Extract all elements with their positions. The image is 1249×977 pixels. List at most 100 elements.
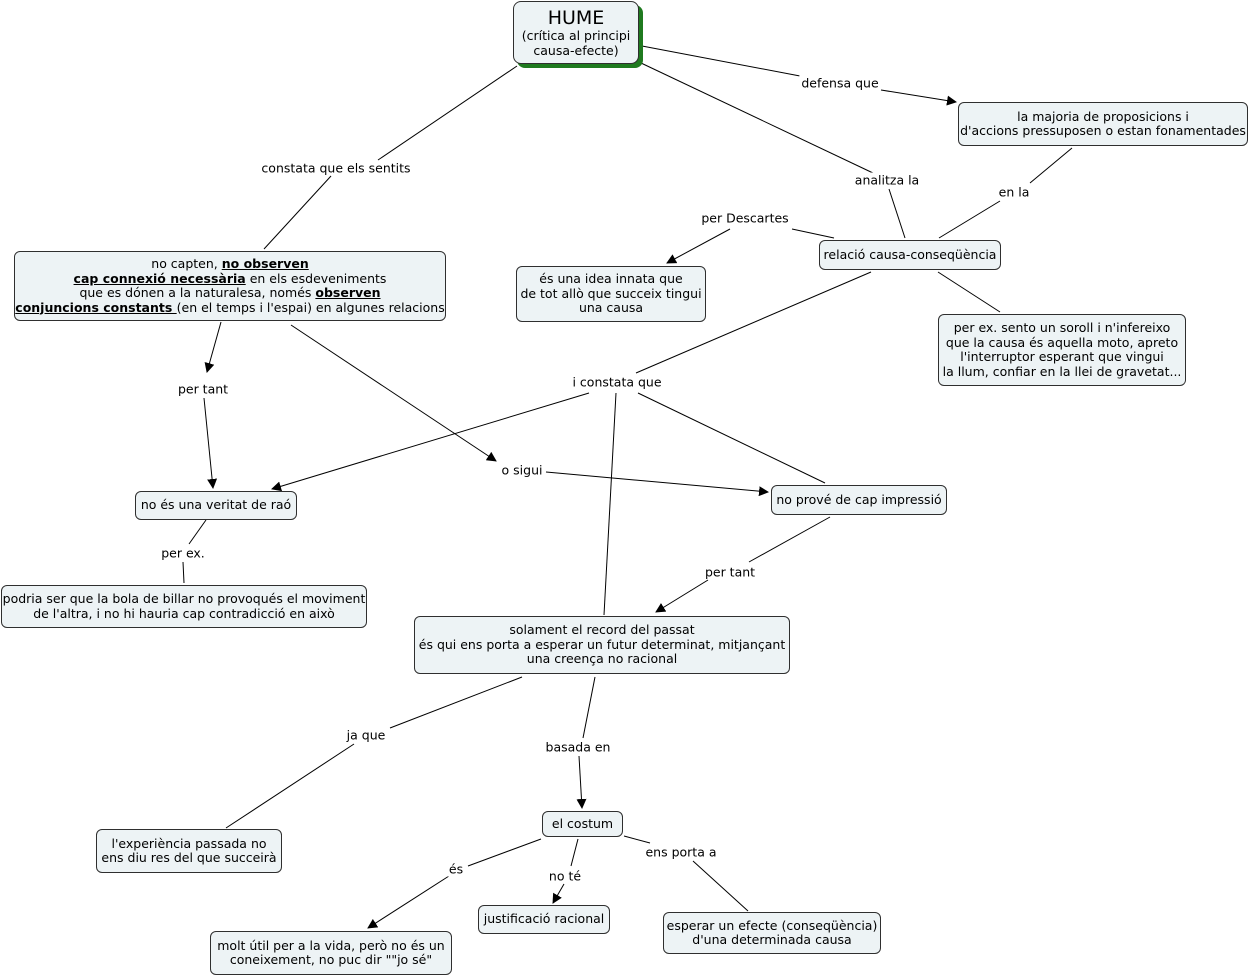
connector-line	[582, 676, 596, 739]
concept-text-line: justificació racional	[483, 911, 605, 927]
emphasis-no-observen: no observen	[221, 256, 309, 271]
concept-majoria-proposicions[interactable]: la majoria de proposicions i d'accions p…	[958, 102, 1248, 146]
concept-idea-innata[interactable]: és una idea innata que de tot allò que s…	[516, 266, 706, 322]
connector-line	[640, 62, 874, 174]
concept-text-line: no capten, no observen	[15, 256, 444, 272]
link-label-ja-que: ja que	[344, 727, 388, 743]
connector-line	[791, 228, 835, 239]
concept-relacio-causa[interactable]: relació causa-conseqüència	[819, 240, 1001, 270]
concept-esperar-efecte[interactable]: esperar un efecte (conseqüència) d'una d…	[663, 912, 881, 954]
connector-line	[937, 271, 1001, 313]
connector-line	[389, 676, 523, 729]
connector-line	[748, 516, 831, 563]
connector-line	[576, 755, 587, 809]
concept-no-prove-impressio[interactable]: no prové de cap impressió	[771, 485, 947, 515]
concept-text-line: l'experiència passada no	[111, 835, 267, 851]
concept-text-line: solament el record del passat	[509, 622, 695, 638]
concept-text-line: molt útil per a la vida, però no és un	[217, 937, 445, 953]
link-label-constata: constata que els sentits	[259, 160, 413, 176]
concept-justificacio-racional[interactable]: justificació racional	[478, 905, 610, 934]
link-label-i-constata: i constata que	[570, 374, 664, 390]
connector-line	[204, 321, 222, 373]
concept-experiencia-passada[interactable]: l'experiència passada no ens diu res del…	[96, 829, 282, 873]
link-label-analitza: analitza la	[852, 172, 922, 188]
concept-bola-billar[interactable]: podria ser que la bola de billar no prov…	[1, 585, 367, 628]
link-label-per-tant-1: per tant	[175, 381, 231, 397]
connector-line	[641, 45, 801, 77]
concept-text-line: esperar un efecte (conseqüència)	[666, 917, 878, 933]
connector-line	[271, 392, 590, 492]
concept-molt-util[interactable]: molt útil per a la vida, però no és un c…	[210, 931, 452, 975]
root-concept-hume[interactable]: HUME (crítica al principi causa-efecte)	[513, 1, 639, 64]
link-label-en-la: en la	[996, 184, 1032, 200]
root-subtitle-line: (crítica al principi	[521, 28, 631, 43]
connector-line	[545, 471, 769, 497]
connector-line	[552, 883, 565, 904]
link-label-porta: ens porta a	[643, 844, 719, 860]
connector-line	[1029, 147, 1073, 184]
concept-text-line: no és una veritat de raó	[140, 497, 292, 513]
link-label-no-te: no té	[546, 868, 584, 884]
emphasis-connexio-necessaria: cap connexió necessària	[73, 270, 246, 286]
connector-line	[623, 835, 651, 844]
connector-line	[203, 397, 218, 489]
concept-text-line: que la causa és aquella moto, apreto	[945, 334, 1179, 350]
link-label-defensa: defensa que	[799, 75, 881, 91]
concept-text-line: no prové de cap impressió	[776, 491, 942, 507]
concept-record-passat[interactable]: solament el record del passat és qui ens…	[414, 616, 790, 674]
concept-text-line: de tot allò que succeix tingui	[520, 285, 702, 301]
connector-line	[938, 200, 1001, 239]
concept-text-line: és qui ens porta a esperar un futur dete…	[418, 636, 786, 652]
text-run: en els esdeveniments	[245, 270, 387, 286]
connector-line	[570, 838, 579, 867]
connector-line	[603, 392, 617, 616]
concept-text-line: el costum	[551, 815, 614, 831]
concept-text-line: una creença no racional	[526, 651, 678, 667]
connector-line	[637, 392, 826, 484]
concept-text-line: que es dónen a la naturalesa, només obse…	[15, 285, 444, 301]
concept-text-line: ens diu res del que succeirà	[101, 850, 277, 865]
link-label-o-sigui: o sigui	[499, 462, 545, 478]
root-subtitle-line: causa-efecte)	[533, 42, 619, 58]
concept-el-costum[interactable]: el costum	[542, 811, 623, 837]
concept-text-line: per ex. sento un soroll i n'infereixo	[953, 320, 1171, 335]
concept-text-line: la majoria de proposicions i	[1017, 108, 1189, 124]
connector-line	[655, 579, 709, 613]
connector-line	[666, 228, 731, 264]
text-run: que es dónen a la naturalesa, només	[79, 285, 316, 300]
concept-text-line: la llum, confiar en la llei de gravetat.…	[942, 363, 1182, 379]
connector-line	[888, 188, 906, 239]
connector-line	[263, 175, 332, 250]
concept-text-line: de l'altra, i no hi hauria cap contradic…	[33, 605, 335, 621]
concept-exemple-soroll[interactable]: per ex. sento un soroll i n'infereixo qu…	[938, 314, 1186, 386]
connector-line	[225, 743, 355, 829]
connector-line	[377, 65, 518, 161]
concept-text-line: conjuncions constants (en el temps i l'e…	[15, 299, 445, 316]
concept-text-line: una causa	[578, 300, 644, 316]
connector-line	[467, 838, 542, 867]
text-run: no capten,	[151, 256, 222, 271]
connector-line	[188, 519, 207, 545]
connector-line	[692, 860, 749, 912]
emphasis-conjuncions-constants: conjuncions constants	[15, 299, 177, 315]
concept-text-line: cap connexió necessària en els esdevenim…	[15, 270, 444, 287]
emphasis-observen: observen	[315, 285, 381, 300]
concept-veritat-rao[interactable]: no és una veritat de raó	[135, 491, 297, 520]
link-label-per-descartes: per Descartes	[699, 210, 791, 226]
connector-line	[182, 561, 185, 584]
root-title: HUME	[547, 7, 605, 29]
concept-text-line: podria ser que la bola de billar no prov…	[2, 591, 366, 606]
concept-text-line: d'accions pressuposen o estan fonamentad…	[960, 123, 1246, 138]
concept-no-capten[interactable]: no capten, no observen cap connexió nece…	[14, 251, 446, 321]
connector-line	[290, 324, 497, 462]
concept-text-line: d'una determinada causa	[692, 932, 852, 947]
concept-text-line: relació causa-conseqüència	[823, 246, 997, 262]
link-label-per-tant-2: per tant	[702, 564, 758, 580]
connector-line	[367, 875, 450, 929]
concept-text-line: és una idea innata que	[539, 271, 683, 287]
connector-line	[880, 89, 957, 106]
text-run: (en el temps i l'espai) en algunes relac…	[176, 299, 445, 315]
concept-text-line: coneixement, no puc dir ""jo sé"	[229, 952, 433, 967]
connector-line	[635, 271, 872, 374]
